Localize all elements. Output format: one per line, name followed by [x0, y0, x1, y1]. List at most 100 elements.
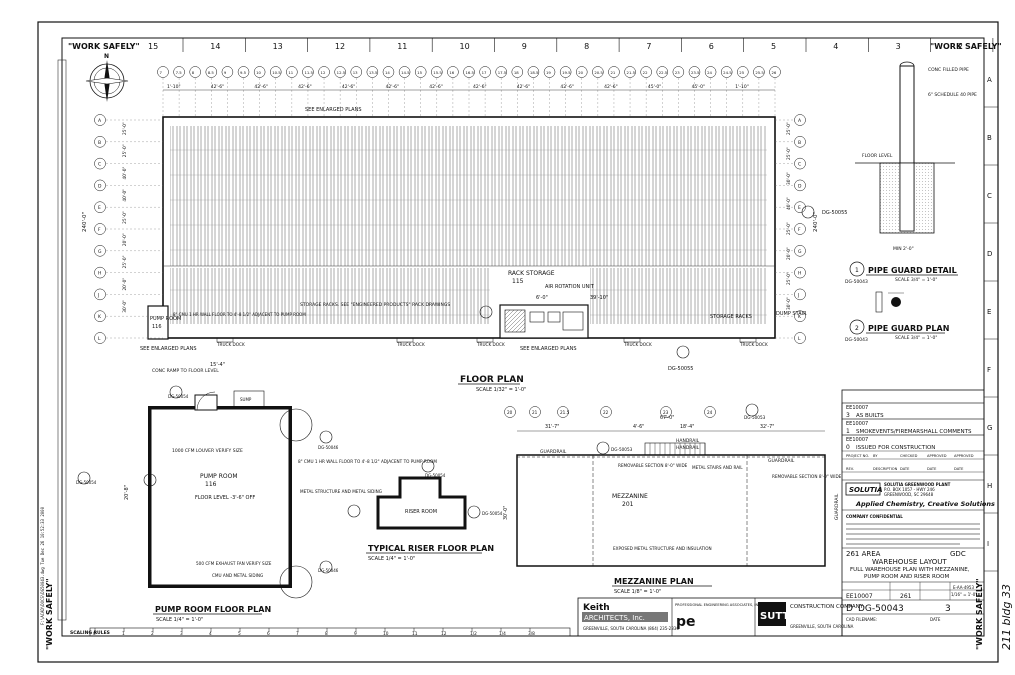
handwritten-note: 211 bldg 33 [1000, 584, 1013, 650]
scale-mark-3: 3 [180, 631, 183, 637]
rev-header-4: APPROVED [954, 454, 974, 458]
grid-label-22: 22 [643, 70, 648, 75]
company-name: SOLUTIA [849, 486, 883, 494]
rev-proj-2: EE10007 [846, 437, 868, 443]
grid-bubble-12 [318, 66, 330, 78]
confidential-text [846, 523, 980, 545]
floor-plan-title: FLOOR PLAN [460, 375, 524, 385]
grid-bubble-18 [511, 66, 524, 78]
svg-text:H: H [98, 271, 101, 277]
grid-label-9.5: 9.5 [240, 70, 247, 75]
grid-bubble-8 [189, 66, 201, 78]
svg-text:DG-50054: DG-50054 [482, 511, 503, 516]
pipe-guard-detail-title: PIPE GUARD DETAIL [868, 266, 957, 275]
svg-text:A: A [798, 118, 802, 124]
rev-header2-4: DATE [954, 467, 964, 471]
svg-text:DG-50046: DG-50046 [318, 568, 339, 573]
grid-bubble-14.5 [398, 66, 411, 78]
grid-label-9: 9 [224, 70, 227, 75]
dim-right-2: 30'-0" [786, 172, 792, 185]
pipe-note-schedule: 6" SCHEDULE 40 PIPE [928, 92, 977, 98]
truck-dock-4: TRUCK DOCK [739, 342, 768, 347]
mezz-dim-0: 31'-7" [545, 424, 559, 430]
dim-top-4: 42'-6" [342, 84, 356, 90]
dim-right-4: 25'-0" [786, 222, 792, 235]
note-cmu-siding: CMU AND METAL SIDING [212, 573, 263, 578]
pipe-note-floor: FLOOR LEVEL [862, 153, 893, 159]
column-number-7: 7 [646, 42, 651, 51]
revision-number: 3 [945, 604, 951, 614]
interior-dim-2: 39'-10" [590, 295, 608, 301]
grid-label-8.5: 8.5 [208, 70, 215, 75]
note-louver: 1000 CFM LOUVER VERIFY SIZE [172, 448, 243, 454]
grid-label-16: 16 [449, 70, 454, 75]
riser-room-label: RISER ROOM [405, 509, 437, 515]
scale-mark-14: 1/4 [499, 631, 506, 637]
svg-text:23: 23 [663, 410, 669, 415]
architect-block: Keith ARCHITECTS, Inc. GREENVILLE, SOUTH… [577, 597, 864, 637]
grid-left-K [94, 310, 106, 322]
dim-top-9: 42'-6" [560, 84, 574, 90]
rev-num-0: 3 [846, 412, 850, 419]
grid-label-13.5: 13.5 [369, 70, 378, 75]
grid-right-A [794, 114, 806, 126]
grid-bubble-10 [253, 66, 266, 78]
dim-top-1: 42'-6" [211, 84, 225, 90]
scale-mark-7: 7 [296, 631, 299, 637]
scale-mark-0: 0 [93, 631, 96, 637]
dim-left-2: 40'-0" [122, 167, 128, 180]
mezz-note-removable-2: REMOVABLE SECTION 8'-0" WIDE [772, 474, 842, 479]
rev-header-2: CHECKED [900, 454, 918, 458]
grid-label-13: 13 [353, 70, 358, 75]
pump-room-name: PUMP ROOM [200, 473, 238, 480]
architect-firm-2: ARCHITECTS, Inc. [584, 614, 645, 622]
dim-right-0: 25'-0" [786, 122, 792, 135]
column-number-10: 10 [460, 42, 470, 51]
svg-text:A: A [98, 118, 102, 124]
grid-bubble-7.5 [173, 66, 185, 78]
grid-left-F [94, 223, 106, 235]
column-number-11: 11 [397, 42, 407, 51]
grid-right-H [794, 266, 806, 279]
pump-room-small [147, 305, 169, 340]
sheet-size: D [846, 604, 853, 614]
grid-left-B [94, 136, 106, 148]
grid-bubble-23.5 [688, 66, 701, 78]
mezz-note-handrail-1: HANDRAIL [676, 438, 700, 444]
svg-text:C: C [98, 162, 101, 168]
grid-label-20.5: 20.5 [594, 70, 603, 75]
dim-left-4: 25'-0" [122, 211, 128, 224]
dim-top-12: 45'-0" [692, 84, 706, 90]
grid-left-C [94, 157, 106, 170]
grid-left-G [94, 245, 106, 257]
grid-label-7: 7 [160, 70, 163, 75]
see-enlarged-top: SEE ENLARGED PLANS [305, 107, 362, 113]
detail-ref-2: DG-50055 [668, 345, 693, 372]
pump-room-dim-left: 20'-8" [124, 485, 130, 500]
svg-text:L: L [798, 336, 801, 342]
svg-text:1: 1 [855, 267, 859, 274]
grid-label-12: 12 [321, 70, 326, 75]
mezzanine-plan-scale: SCALE 1/8" = 1'-0" [614, 589, 661, 595]
column-number-15: 15 [148, 42, 158, 51]
mezzanine-name: MEZZANINE [612, 493, 648, 500]
svg-text:N: N [104, 53, 109, 60]
pipe-guard-detail: CONC FILLED PIPE 6" SCHEDULE 40 PIPE FLO… [845, 61, 977, 285]
dim-left-1: 25'-0" [122, 144, 128, 157]
svg-text:21: 21 [532, 410, 538, 415]
column-number-4: 4 [833, 42, 838, 51]
pump-room-floor-level: FLOOR LEVEL -3'-6" OFF [195, 495, 255, 501]
dim-top-10: 42'-6" [604, 84, 618, 90]
scale-mark-8: 8 [325, 631, 328, 637]
warehouse-outline [162, 116, 776, 339]
plant-address-2: GREENWOOD, SC 29648 [884, 492, 934, 497]
grid-label-23.5: 23.5 [691, 70, 700, 75]
grid-right-C [794, 157, 806, 170]
column-number-6: 6 [709, 42, 714, 51]
gdc-label: GDC [950, 550, 966, 558]
dim-left-8: 30'-0" [122, 300, 128, 313]
svg-text:E: E [798, 205, 801, 211]
